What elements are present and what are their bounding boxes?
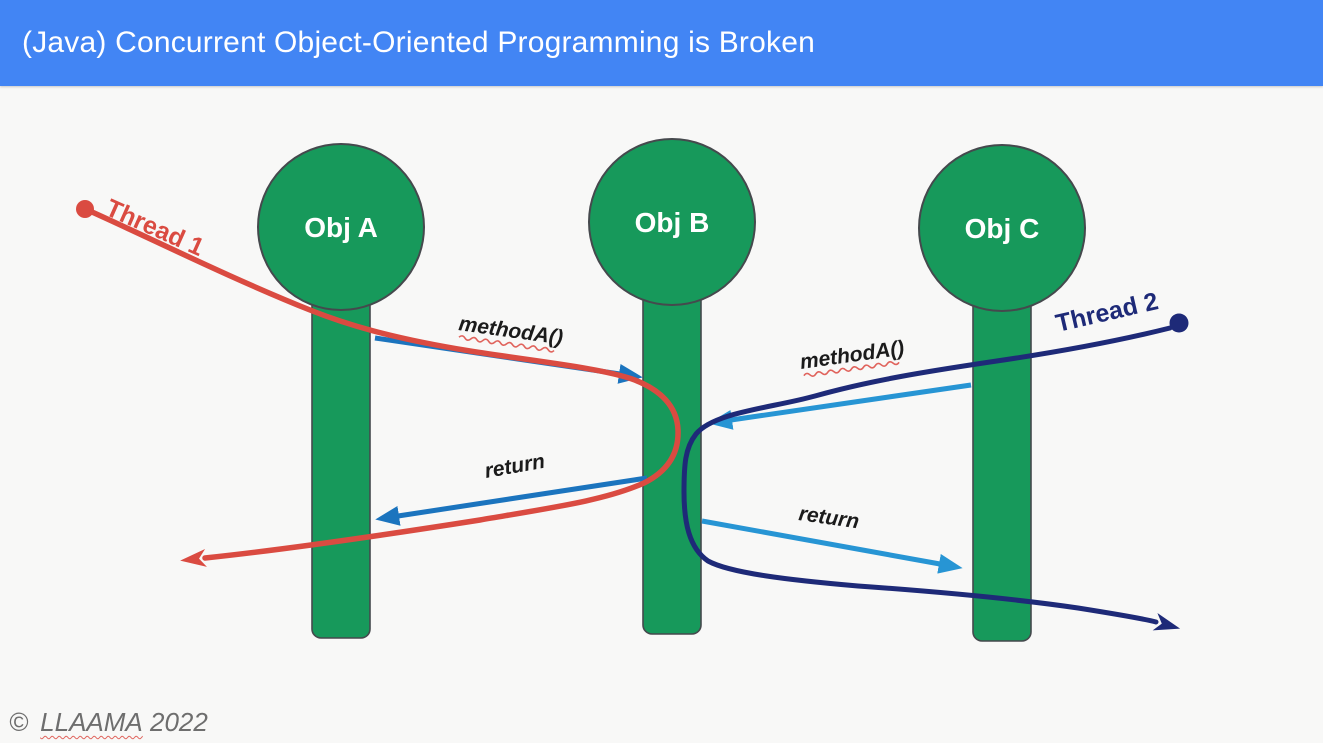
return-label-right: return: [797, 502, 860, 533]
obj-a-circle: [257, 143, 425, 311]
obj-c-circle: [918, 144, 1086, 312]
copyright-year: 2022: [150, 707, 208, 737]
thread-1-path: [89, 209, 681, 567]
methoda-left-squiggle: [458, 335, 555, 353]
page-title: (Java) Concurrent Object-Oriented Progra…: [22, 26, 815, 59]
methoda-right-squiggle: [803, 361, 900, 377]
copyright-symbol: ©: [9, 707, 29, 737]
thread-2-start-dot: [1169, 313, 1189, 333]
copyright-name: LLAAMA: [40, 707, 143, 737]
return-arrow-b-to-c: [701, 518, 963, 574]
thread-2-path: [681, 325, 1181, 631]
thread-2: Thread 2: [681, 287, 1189, 631]
obj-a-bar: [311, 293, 371, 639]
return-arrow-b-to-a: [375, 475, 648, 526]
obj-c-label: Obj C: [965, 213, 1040, 244]
obj-c-bar: [972, 293, 1032, 642]
obj-b-circle: [588, 138, 756, 306]
thread-2-label: Thread 2: [1053, 287, 1161, 338]
thread-1-start-dot: [76, 200, 94, 218]
title-bar: (Java) Concurrent Object-Oriented Progra…: [0, 0, 1323, 86]
copyright: © LLAAMA 2022: [9, 707, 208, 738]
obj-b-label: Obj B: [635, 207, 710, 238]
object-heads: Obj A Obj B Obj C: [257, 138, 1086, 312]
obj-a-label: Obj A: [304, 212, 378, 243]
return-label-left: return: [483, 450, 547, 483]
thread-1-label: Thread 1: [102, 194, 209, 262]
methoda-arrow-c-to-b: [708, 382, 972, 430]
copyright-year-space: [143, 707, 150, 737]
